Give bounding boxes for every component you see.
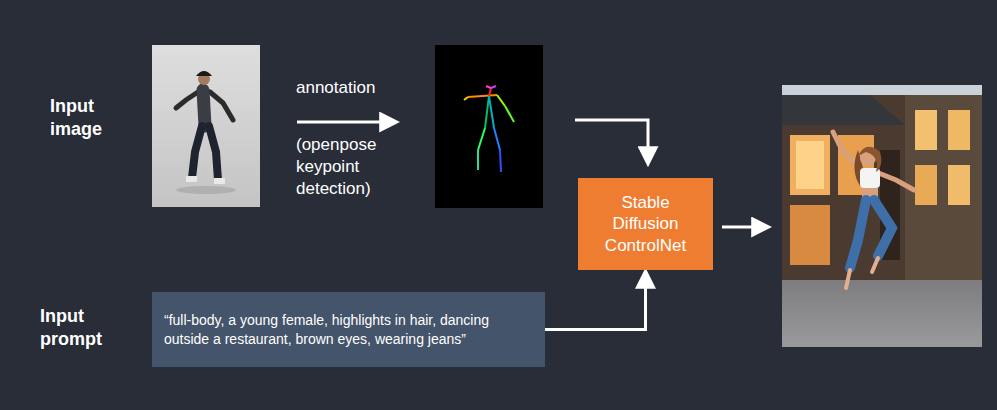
step-note: (openpose keypoint detection): [296, 134, 406, 200]
annotation-arrow: [297, 121, 396, 124]
output-photo: [782, 85, 982, 347]
control-arrow: [575, 120, 648, 163]
output-arrow: [722, 226, 768, 229]
row-label: Input prompt: [40, 305, 130, 352]
node-text: “full-body, a young female, highlights i…: [164, 311, 533, 347]
row-label: Input image: [50, 95, 130, 142]
prompt-box: “full-body, a young female, highlights i…: [152, 292, 545, 367]
process-box: Stable Diffusion ControlNet: [578, 178, 713, 270]
connector-arrow: [545, 272, 646, 330]
dancer-photo: [152, 45, 260, 207]
step-label: annotation: [296, 77, 411, 99]
node-text: Stable Diffusion ControlNet: [590, 192, 701, 256]
keypoint-image: [435, 45, 543, 208]
